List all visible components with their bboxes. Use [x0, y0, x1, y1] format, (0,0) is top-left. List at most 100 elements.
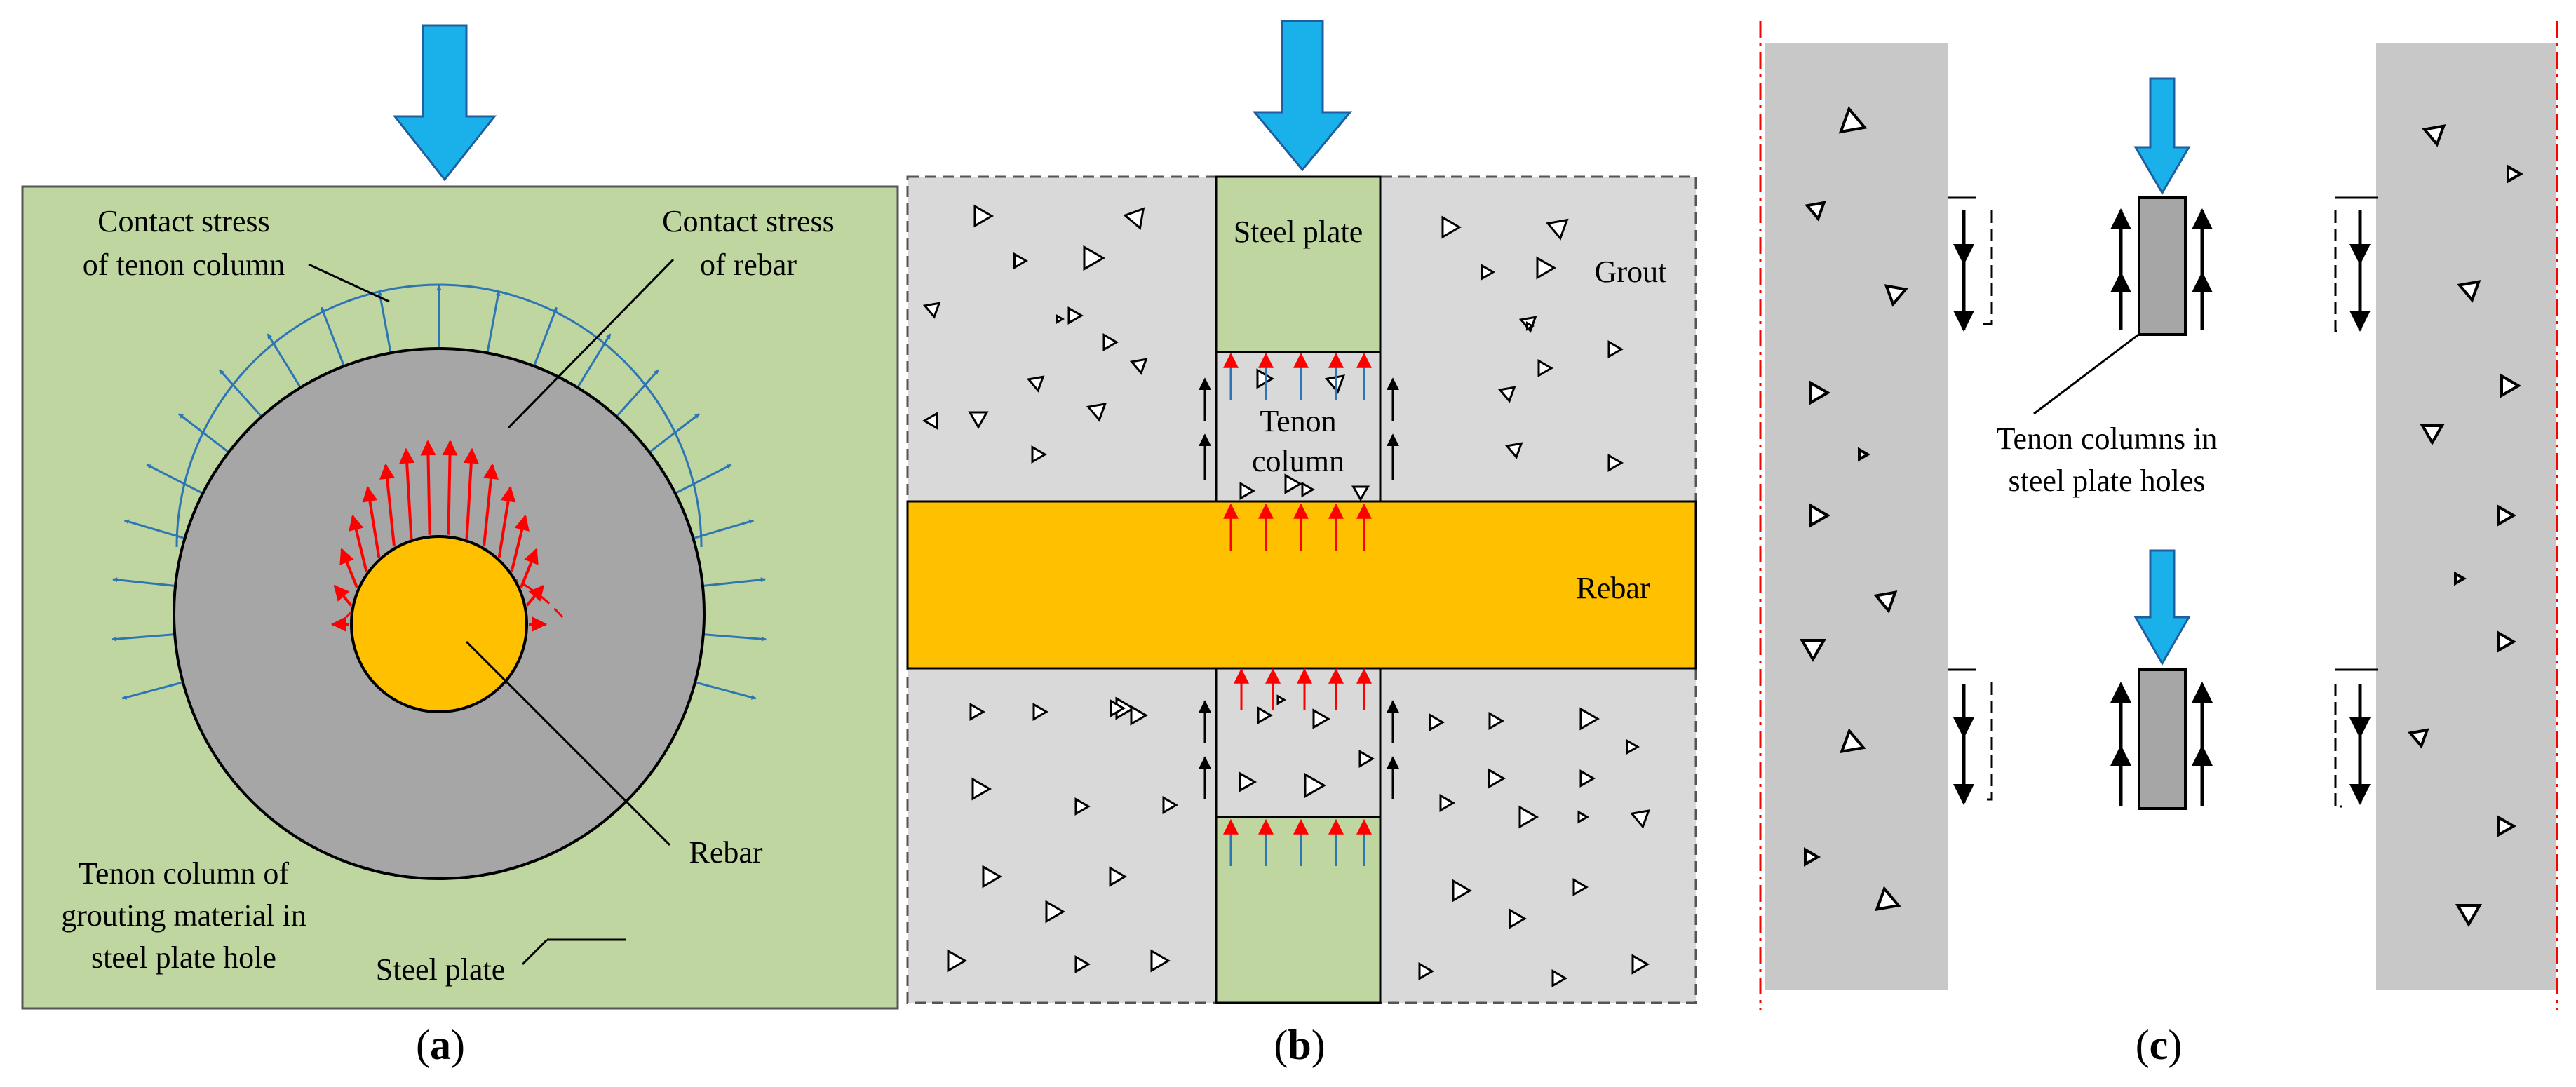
bracket-side: [2334, 684, 2342, 808]
aggregate-triangle: [1875, 886, 1901, 912]
aggregate-triangle: [982, 865, 1002, 889]
aggregate-triangle: [1056, 314, 1065, 324]
label-contact-tenon-1: Contact stress: [97, 204, 270, 238]
aggregate-triangle: [1083, 245, 1105, 271]
aggregate-triangle: [1086, 403, 1107, 422]
aggregate-triangle: [1804, 847, 1821, 867]
tenon-column-lower: [2138, 668, 2187, 810]
aggregate-triangle: [973, 204, 994, 228]
aggregate-triangle: [1026, 375, 1045, 393]
aggregate-triangle: [968, 411, 989, 430]
aggregate-triangle: [1577, 810, 1590, 824]
aggregate-triangle: [1067, 306, 1084, 325]
label-contact-tenon-2: of tenon column: [83, 248, 285, 282]
aggregate-triangle: [1497, 386, 1516, 403]
aggregate-triangle: [2457, 280, 2481, 303]
aggregate-triangle: [1838, 106, 1868, 134]
grout-column-left: [1765, 43, 1948, 990]
aggregate-triangle: [1488, 768, 1506, 789]
tenon-stress-arrow: [703, 633, 767, 642]
aggregate-triangle: [1045, 900, 1065, 924]
rebar-stress-arrow: [362, 486, 381, 558]
aggregate-triangle: [1488, 712, 1504, 730]
caption-b: (b): [1274, 1022, 1325, 1068]
aggregate-triangle: [1884, 284, 1908, 307]
aggregate-triangle: [1572, 878, 1589, 896]
aggregate-triangle: [1129, 358, 1148, 375]
aggregate-triangle: [1304, 772, 1326, 799]
leader-tenon-columns: [2033, 332, 2141, 415]
contact-stress-tenon-arrows: [112, 285, 767, 700]
aggregate-triangle: [1629, 809, 1650, 829]
aggregate-triangle: [2420, 424, 2445, 445]
rebar-stress-arrow: [399, 447, 415, 539]
aggregate-triangle: [2500, 373, 2521, 398]
steel-plate-top: [1215, 175, 1382, 353]
aggregate-triangle: [1551, 969, 1567, 987]
aggregate-triangle: [1579, 707, 1600, 731]
label-tenon-column-1: Tenon column of: [79, 856, 289, 891]
aggregate-triangle: [2497, 630, 2517, 653]
rebar-stress-arrow: [483, 463, 499, 547]
aggregate-triangle: [1509, 908, 1528, 929]
aggregate-triangle: [1429, 713, 1445, 731]
caption-c: (c): [2136, 1022, 2183, 1068]
tenon-stress-arrow: [112, 577, 176, 587]
aggregate-triangle: [1123, 207, 1145, 230]
aggregate-triangle: [922, 412, 938, 430]
aggregate-triangle: [1301, 481, 1315, 498]
rebar-stress-arrow: [349, 514, 368, 572]
aggregate-triangle: [2507, 164, 2523, 184]
aggregate-triangle: [1239, 482, 1255, 500]
load-arrow-icon: [1252, 20, 1353, 172]
aggregate-triangle: [1418, 962, 1434, 980]
aggregate-triangle: [1162, 796, 1178, 814]
aggregate-triangle: [2454, 571, 2467, 586]
aggregate-triangle: [971, 777, 992, 801]
rebar-stress-arrow: [510, 514, 530, 572]
leader-steel-plate-diag: [521, 938, 548, 966]
aggregate-triangle: [1276, 694, 1286, 705]
aggregate-triangle: [1358, 750, 1375, 768]
aggregate-triangle: [1031, 445, 1047, 464]
label-steel-plate-b: Steel plate: [1234, 215, 1363, 249]
rebar-stress-arrow: [339, 548, 358, 588]
grout-aggregate-c: [1799, 106, 2523, 927]
aggregate-triangle: [1074, 955, 1091, 973]
aggregate-triangle: [1013, 252, 1029, 270]
panel-b: Steel plate Grout Tenon column Rebar (b): [906, 20, 1697, 1068]
aggregate-triangle: [2422, 124, 2446, 147]
bracket-side: [1983, 210, 1993, 325]
aggregate-triangle: [1110, 699, 1126, 717]
steel-plate-bottom: [1215, 816, 1382, 1004]
aggregate-triangle: [1626, 738, 1640, 755]
aggregate-triangle: [1032, 703, 1048, 721]
tenon-stress-arrow: [121, 681, 184, 700]
tenon-shear-arrows: [2110, 208, 2213, 806]
aggregate-triangle: [1607, 340, 1624, 358]
rebar-circle: [350, 535, 528, 713]
tenon-stress-arrow: [675, 464, 732, 494]
aggregate-triangle: [947, 949, 967, 973]
label-tenon-column-2: grouting material in: [61, 898, 306, 933]
aggregate-triangle: [1074, 797, 1091, 816]
stress-arrows: [1199, 352, 1399, 866]
aggregate-triangle: [1518, 805, 1539, 829]
tenon-stress-arrow: [377, 290, 392, 353]
tenon-stress-arrow: [218, 369, 263, 418]
tenon-column-upper: [2138, 196, 2187, 336]
bracket-side: [1983, 682, 1993, 801]
contact-stress-tenon-envelope: [175, 283, 703, 548]
load-arrow-upper-icon: [2133, 77, 2191, 195]
aggregate-triangle: [1631, 954, 1650, 975]
aggregate-triangle: [1504, 442, 1523, 459]
load-arrow-icon: [392, 24, 497, 182]
load-arrow-lower-icon: [2133, 549, 2191, 666]
panel-c: Tenon columns in steel plate holes (c): [1759, 21, 2558, 1068]
aggregate-triangle: [2408, 728, 2429, 749]
rebar-stress-arrow: [333, 584, 353, 607]
rebar-stress-arrow: [442, 440, 458, 535]
label-tenon-c-1: Tenon columns in: [1997, 421, 2218, 456]
aggregate-triangle: [1526, 321, 1535, 331]
